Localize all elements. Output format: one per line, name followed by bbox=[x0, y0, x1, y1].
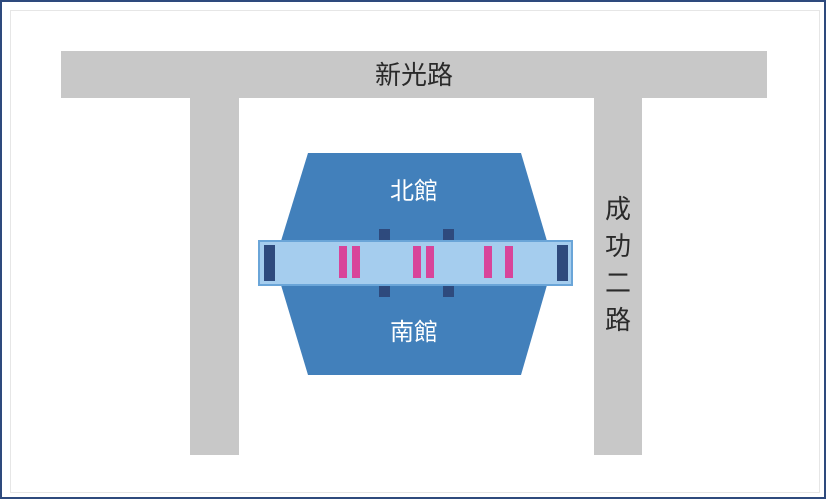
pink-marker-1b bbox=[352, 246, 360, 278]
connector-north-east bbox=[443, 229, 454, 240]
corridor-door-west bbox=[264, 245, 275, 281]
pink-marker-3b bbox=[505, 246, 513, 278]
connector-south-east bbox=[443, 286, 454, 297]
road-label-xinguang: 新光路 bbox=[375, 61, 453, 91]
road-label-chenggong-char-4: 路 bbox=[605, 306, 631, 336]
pink-marker-2a bbox=[413, 246, 421, 278]
road-xinguang bbox=[61, 51, 767, 98]
road-label-chenggong-char-2: 功 bbox=[605, 232, 631, 262]
pink-marker-1a bbox=[339, 246, 347, 278]
connector-north-west bbox=[379, 229, 390, 240]
pink-marker-3a bbox=[484, 246, 492, 278]
south-hall-building bbox=[281, 285, 547, 375]
road-label-chenggong-char-1: 成 bbox=[605, 195, 631, 225]
south-hall-label: 南館 bbox=[390, 318, 438, 346]
road-chenggong-2 bbox=[594, 98, 642, 455]
corridor-door-east bbox=[557, 245, 568, 281]
north-hall-building bbox=[281, 153, 547, 241]
road-left-vertical bbox=[190, 98, 239, 455]
pink-marker-2b bbox=[426, 246, 434, 278]
connector-south-west bbox=[379, 286, 390, 297]
road-label-chenggong-char-3: 二 bbox=[605, 269, 631, 299]
north-hall-label: 北館 bbox=[390, 177, 438, 205]
